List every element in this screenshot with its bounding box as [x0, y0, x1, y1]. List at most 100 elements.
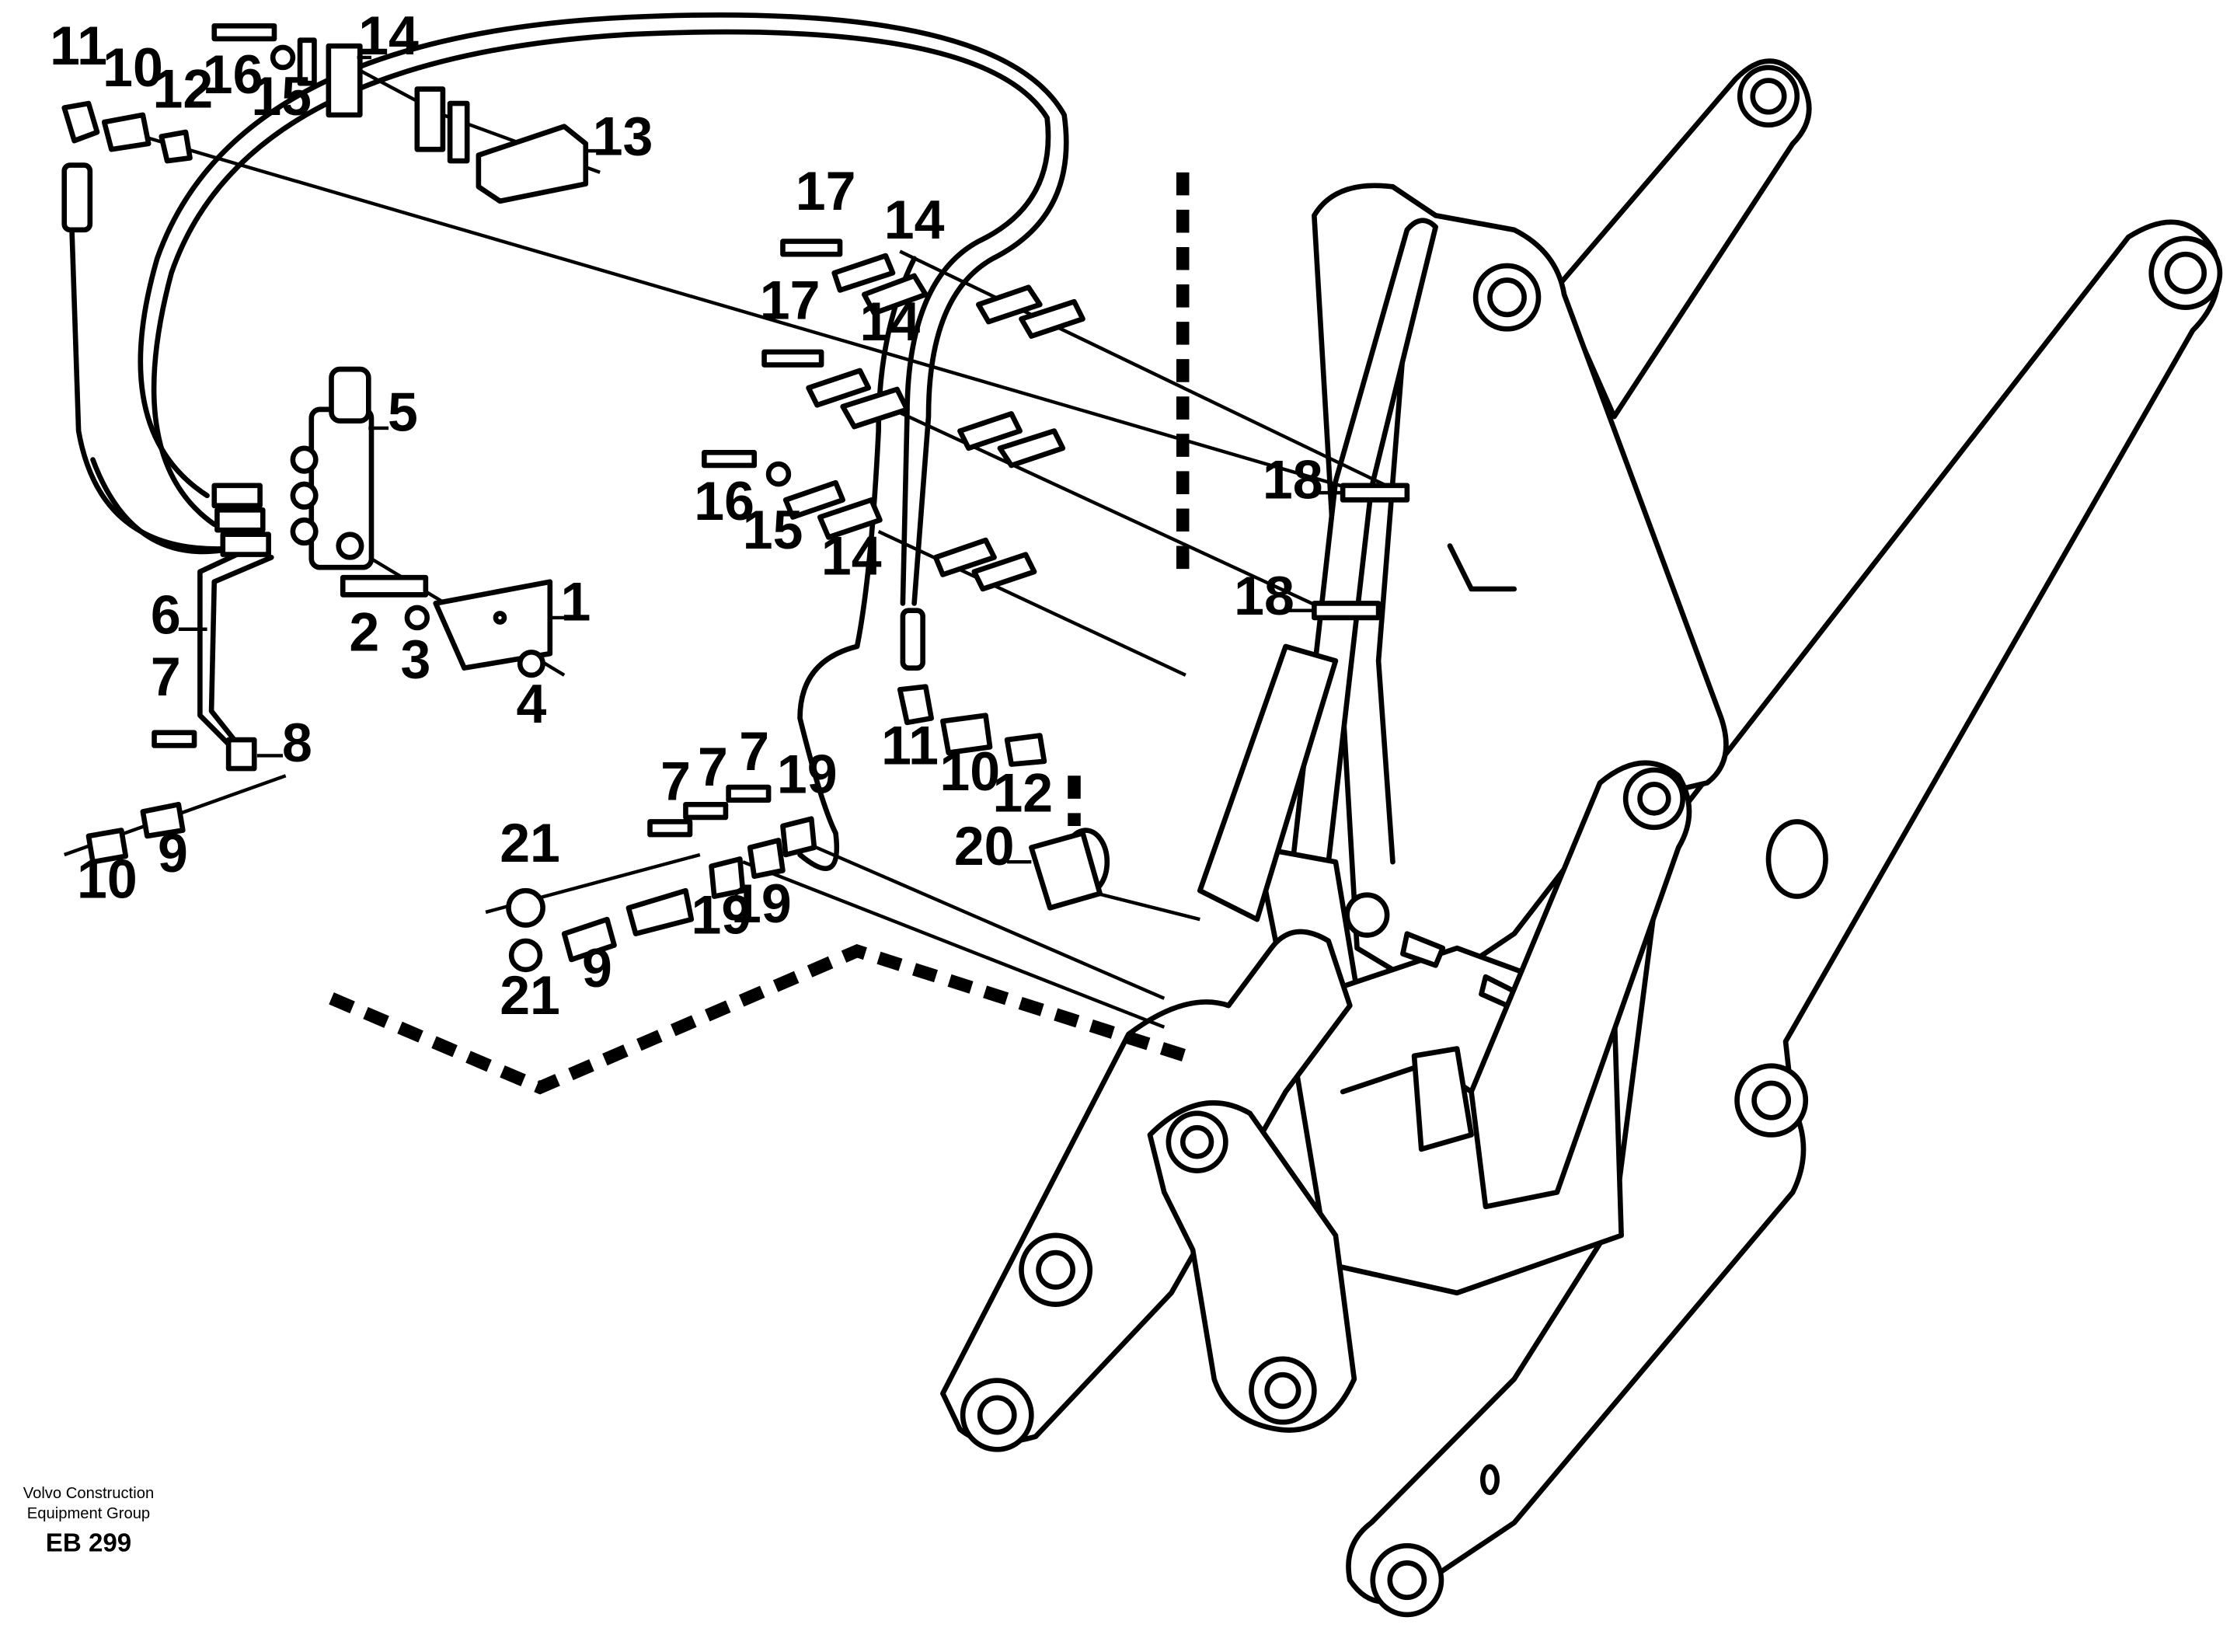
callout-c4: 4	[516, 674, 546, 734]
manifold-port-3	[290, 517, 319, 546]
callout-c10b: 10	[77, 849, 138, 909]
clamp-half-13b	[447, 100, 470, 164]
hose-end-fitting-a	[211, 483, 263, 509]
crank-top-bore	[1179, 1124, 1214, 1159]
assembly-line-6	[1085, 889, 1200, 922]
bolt-7a	[152, 730, 197, 748]
hose-inner-upper	[151, 29, 1051, 606]
front-arm-lower-bore	[1751, 1080, 1792, 1121]
assembly-line-8	[742, 860, 1166, 1029]
callout-c1: 1	[560, 571, 591, 632]
callout-c9b: 9	[582, 938, 612, 999]
callout-c15a: 15	[251, 66, 312, 127]
clamp-half-14a2	[1019, 298, 1085, 339]
callout-c11a: 11	[50, 16, 107, 76]
bolt-16-top	[211, 23, 277, 42]
clamp-half-14b2	[997, 428, 1066, 469]
callout-c20: 20	[954, 816, 1015, 877]
rear-lift-arm-top	[1554, 58, 1812, 420]
tilt-lever-top-bore	[1487, 277, 1527, 318]
bolt-16-b	[702, 450, 758, 469]
callout-c21a: 21	[500, 813, 560, 873]
callout-leaders	[178, 55, 1343, 864]
left-arm-bottom-bore	[977, 1395, 1017, 1435]
callout-c18a: 18	[1263, 449, 1323, 510]
left-arm-upper-eye	[1344, 892, 1390, 938]
clamp-14b	[840, 386, 910, 430]
elbow-11a	[61, 100, 100, 144]
callout-c17a: 17	[796, 161, 856, 221]
adapter-10b	[940, 713, 993, 756]
clamp-plate-16b	[782, 479, 845, 520]
assembly-line-2	[899, 249, 1408, 497]
callout-c14d: 14	[821, 525, 882, 586]
front-arm-small-hole	[1479, 1464, 1500, 1496]
hose-end-left	[61, 162, 93, 233]
hose-lower	[797, 256, 917, 872]
fitting-21a	[506, 887, 545, 928]
clamp-half-14a1	[976, 284, 1043, 325]
bracket-13	[476, 124, 589, 204]
hose-pipe-6	[208, 554, 274, 750]
washer-15-top	[270, 44, 296, 71]
hose-end-fitting-b	[214, 507, 266, 533]
clamp-half-14b1	[957, 411, 1023, 451]
bolt-7d	[726, 784, 772, 803]
small-bracket-a	[1400, 931, 1446, 968]
clamp-plate-14	[297, 37, 317, 86]
left-arm-mid-bore	[1036, 1249, 1075, 1290]
bracket-1	[433, 579, 553, 671]
clamp-8	[225, 737, 257, 772]
clamp-19c	[747, 838, 786, 880]
routing-dashed-lines	[329, 172, 1190, 1095]
callout-c16b: 16	[694, 471, 754, 531]
nipple-12a	[159, 129, 193, 164]
tilt-lever-detail	[1447, 543, 1517, 592]
crank-bottom-bore	[1264, 1371, 1301, 1410]
dashed-route-lower	[329, 943, 1188, 1095]
clamp-half-13a	[414, 86, 446, 152]
callout-c3: 3	[401, 629, 431, 689]
adapter-lower	[625, 887, 695, 936]
rear-arm-pin-bore	[1750, 78, 1787, 115]
assembly-line-1	[142, 134, 1350, 490]
clamp-half-14d1	[932, 537, 997, 577]
callout-c2: 2	[349, 601, 379, 662]
callout-c19b: 19	[692, 884, 752, 945]
adapter-10a	[101, 112, 152, 152]
bolt-2	[340, 574, 429, 598]
callout-c10a: 10	[103, 37, 163, 98]
bolt-7c	[683, 801, 729, 821]
hose-pipe-6-inner	[197, 540, 264, 747]
nut-4	[517, 649, 545, 678]
callout-c13: 13	[593, 106, 653, 166]
footer-line-1: Volvo Construction	[23, 1485, 155, 1502]
footer-block: Volvo Construction Equipment Group EB 29…	[23, 1485, 155, 1557]
lift-arm-assembly	[940, 58, 2223, 1618]
bucket-link-crank	[1147, 1100, 1357, 1433]
callout-c19c: 19	[731, 873, 792, 934]
manifold-port-4	[336, 531, 364, 560]
right-tilt-link	[1469, 760, 1692, 1210]
assembly-line-7	[799, 838, 1166, 1000]
callout-c14b: 14	[884, 190, 945, 250]
washer-15-b	[765, 461, 792, 487]
washer-3	[404, 605, 430, 631]
clamp-14d	[817, 497, 883, 540]
bolt-17-a	[780, 239, 843, 257]
callout-c7c: 7	[698, 737, 728, 797]
front-arm-middle-hole	[1765, 819, 1828, 899]
clamp-half-14d2	[971, 552, 1037, 592]
callout-c18b: 18	[1234, 566, 1294, 626]
clamp-14-top	[326, 43, 363, 118]
cross-tube-bracket	[1411, 1046, 1474, 1152]
callout-c16a: 16	[203, 44, 263, 105]
clamp-14a	[861, 273, 929, 316]
bolt-7b	[647, 819, 693, 838]
right-link-bore	[1637, 782, 1671, 816]
front-arm-bottom-bore	[1387, 1560, 1427, 1601]
elbow-11b	[897, 684, 934, 726]
callout-c14a: 14	[358, 5, 419, 66]
